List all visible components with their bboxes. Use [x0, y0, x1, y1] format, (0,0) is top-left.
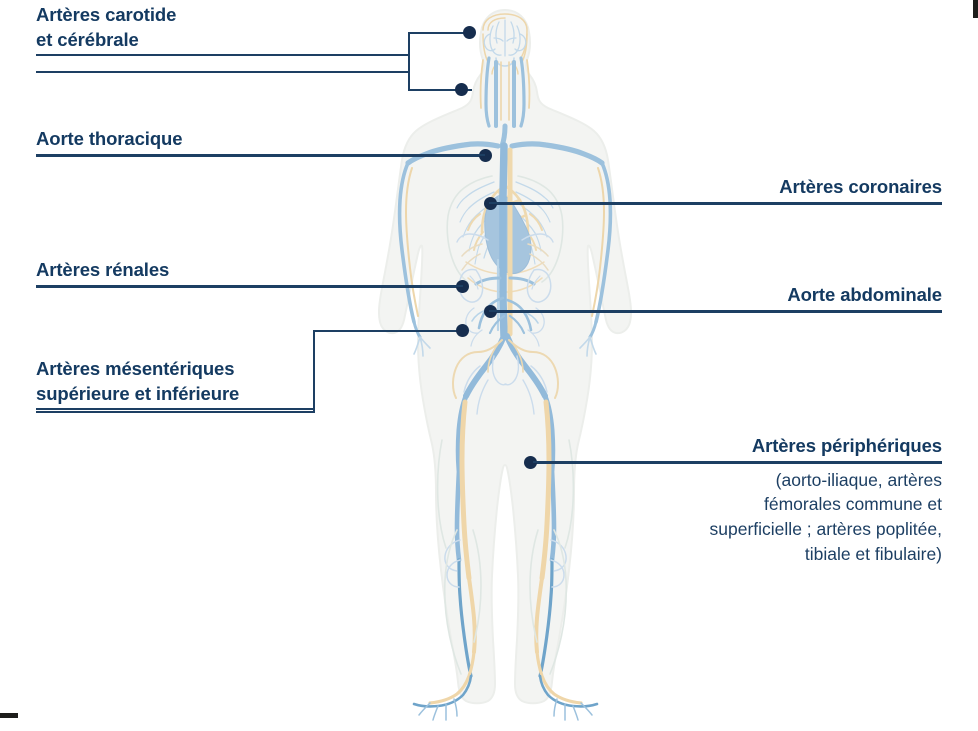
leader-mesenteriques-top — [313, 330, 463, 332]
body-silhouette — [377, 8, 633, 705]
label-aorte-thoracique-rule — [36, 153, 485, 156]
label-mesenteriques: Artères mésentériques supérieure et infé… — [36, 357, 315, 411]
label-carotide-title: Artères carotide et cérébrale — [36, 4, 177, 50]
label-renales: Artères rénales — [36, 258, 463, 287]
carotid-arteries — [479, 56, 531, 128]
label-renales-rule — [36, 284, 463, 287]
label-peripheriques-rule — [533, 460, 942, 463]
leader-renales — [36, 286, 463, 288]
label-peripheriques-title: Artères périphériques — [751, 435, 942, 456]
leader-coronaires — [489, 203, 942, 205]
label-aorte-abdominale-title: Aorte abdominale — [787, 284, 942, 305]
label-coronaires-title: Artères coronaires — [779, 176, 942, 197]
label-carotide-rule — [36, 54, 408, 57]
corner-mark-bottom-left — [0, 713, 18, 718]
leader-aorte-thoracique — [36, 155, 485, 157]
leader-peripheriques — [533, 462, 942, 464]
human-body-illustration — [370, 0, 640, 722]
leader-carotide-upper — [408, 32, 472, 34]
corner-mark-top-right — [973, 0, 978, 18]
aortic-arch — [397, 123, 613, 357]
leader-aorte-abdominale — [489, 311, 942, 313]
label-mesenteriques-title: Artères mésentériques supérieure et infé… — [36, 358, 240, 404]
label-peripheriques-sub: (aorto-iliaque, artères fémorales commun… — [709, 469, 942, 565]
lower-limb-arteries — [412, 399, 599, 721]
label-aorte-abdominale: Aorte abdominale — [489, 283, 942, 312]
label-aorte-abdominale-rule — [489, 309, 942, 312]
label-mesenteriques-rule — [36, 408, 315, 411]
leader-carotide-lower — [408, 89, 472, 91]
label-aorte-thoracique: Aorte thoracique — [36, 127, 485, 156]
label-coronaires: Artères coronaires — [489, 175, 942, 204]
leader-mesenteriques-bottom — [36, 411, 315, 413]
label-coronaires-rule — [489, 201, 942, 204]
leader-mesenteriques-bracket — [313, 330, 315, 413]
label-renales-title: Artères rénales — [36, 259, 170, 280]
iliac-arteries — [452, 333, 559, 473]
label-aorte-thoracique-title: Aorte thoracique — [36, 128, 183, 149]
marker-peripheriques — [524, 456, 537, 469]
label-carotide-cerebrale: Artères carotide et cérébrale — [36, 3, 408, 57]
marker-aorte-thoracique — [479, 149, 492, 162]
marker-carotide-cerebral — [463, 26, 476, 39]
marker-mesenteriques — [456, 324, 469, 337]
leader-carotide-bracket — [408, 32, 410, 91]
leader-carotide-stem — [36, 71, 408, 73]
lung-vasculature — [446, 175, 564, 293]
marker-carotide-neck — [455, 83, 468, 96]
label-peripheriques: Artères périphériques (aorto-iliaque, ar… — [533, 434, 942, 567]
